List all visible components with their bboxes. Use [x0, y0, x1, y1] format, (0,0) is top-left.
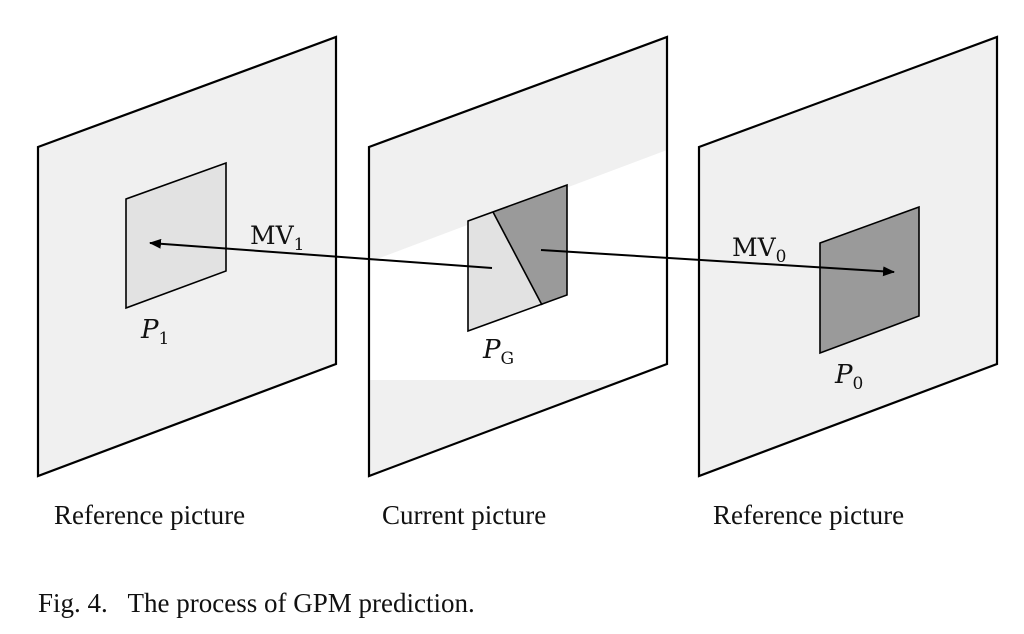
p0-label: P0: [834, 360, 863, 394]
motion-vector-mv1-arrow: [149, 238, 493, 269]
gpm-partition-line: [492, 211, 543, 306]
mv0-label: MV0: [732, 233, 786, 267]
block-pg-light-partition: [468, 212, 542, 331]
current-plane-outline: [367, 35, 669, 478]
right-plane-label: Reference picture: [713, 500, 905, 530]
block-p1: [125, 161, 227, 310]
figure-caption: Fig. 4. The process of GPM prediction.: [38, 588, 475, 618]
mv1-label: MV1: [250, 221, 304, 255]
left-plane-label: Reference picture: [54, 500, 246, 530]
pg-label: PG: [482, 335, 514, 369]
block-pg-outline: [467, 183, 568, 333]
center-plane-label: Current picture: [382, 500, 547, 530]
block-p0: [819, 205, 920, 355]
motion-vector-mv0-arrow: [540, 249, 895, 277]
block-pg-dark-partition: [493, 185, 567, 305]
p1-label: P1: [140, 315, 169, 349]
